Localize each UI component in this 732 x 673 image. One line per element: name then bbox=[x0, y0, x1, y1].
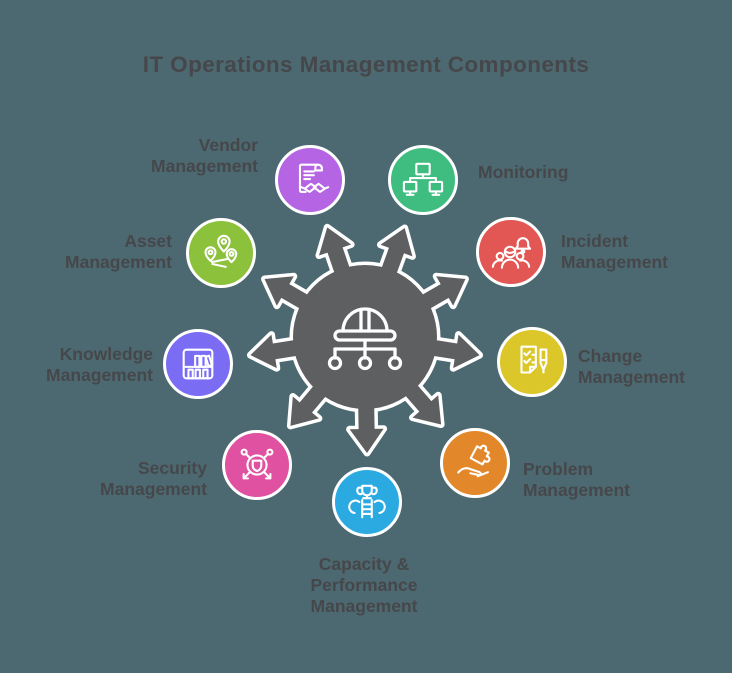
shield-network-icon bbox=[240, 448, 274, 480]
hard-hat-org-chart-icon bbox=[327, 307, 403, 371]
contract-handshake-icon bbox=[298, 163, 330, 193]
node-vendor-management bbox=[275, 145, 345, 215]
network-monitors-icon bbox=[402, 162, 444, 196]
label-vendor-management: Vendor Management bbox=[151, 135, 258, 177]
label-incident-management: Incident Management bbox=[561, 231, 668, 273]
label-capacity-performance-management: Capacity & Performance Management bbox=[254, 554, 474, 617]
label-line: Vendor bbox=[198, 135, 258, 155]
node-capacity-performance-management bbox=[332, 467, 402, 537]
node-knowledge-management bbox=[163, 329, 233, 399]
node-security-management bbox=[222, 430, 292, 500]
node-change-management bbox=[497, 327, 567, 397]
label-knowledge-management: Knowledge Management bbox=[46, 344, 153, 386]
label-security-management: Security Management bbox=[100, 458, 207, 500]
label-change-management: Change Management bbox=[578, 346, 685, 388]
label-problem-management: Problem Management bbox=[523, 459, 630, 501]
node-monitoring bbox=[388, 145, 458, 215]
label-line: Security bbox=[137, 458, 207, 478]
label-line: Management bbox=[310, 596, 418, 616]
label-line: Knowledge bbox=[59, 344, 153, 364]
diagram-title: IT Operations Management Components bbox=[142, 52, 590, 77]
label-line: Management bbox=[46, 365, 153, 385]
label-line: Problem bbox=[523, 459, 594, 479]
label-line: Management bbox=[561, 252, 668, 272]
alert-bell-people-icon bbox=[491, 237, 532, 269]
label-line: Capacity & bbox=[318, 554, 410, 574]
node-asset-management bbox=[186, 218, 256, 288]
label-line: Monitoring bbox=[478, 162, 569, 182]
label-asset-management: Asset Management bbox=[65, 231, 172, 273]
label-line: Management bbox=[151, 156, 258, 176]
central-hub bbox=[245, 217, 485, 457]
node-incident-management bbox=[476, 217, 546, 287]
label-line: Incident bbox=[561, 231, 629, 251]
label-line: Change bbox=[578, 346, 643, 366]
label-monitoring: Monitoring bbox=[478, 162, 568, 183]
map-pins-icon bbox=[204, 234, 238, 268]
label-line: Asset bbox=[124, 231, 172, 251]
checklist-pen-icon bbox=[520, 345, 548, 374]
trophy-ladder-cloud-icon bbox=[348, 484, 386, 519]
hand-puzzle-icon bbox=[457, 444, 491, 478]
label-line: Management bbox=[100, 479, 207, 499]
hub-body bbox=[247, 221, 483, 454]
label-line: Management bbox=[578, 367, 685, 387]
bookshelf-icon bbox=[182, 348, 214, 380]
label-line: Management bbox=[65, 252, 172, 272]
label-line: Performance bbox=[310, 575, 418, 595]
node-problem-management bbox=[440, 428, 510, 498]
label-line: Management bbox=[523, 480, 630, 500]
